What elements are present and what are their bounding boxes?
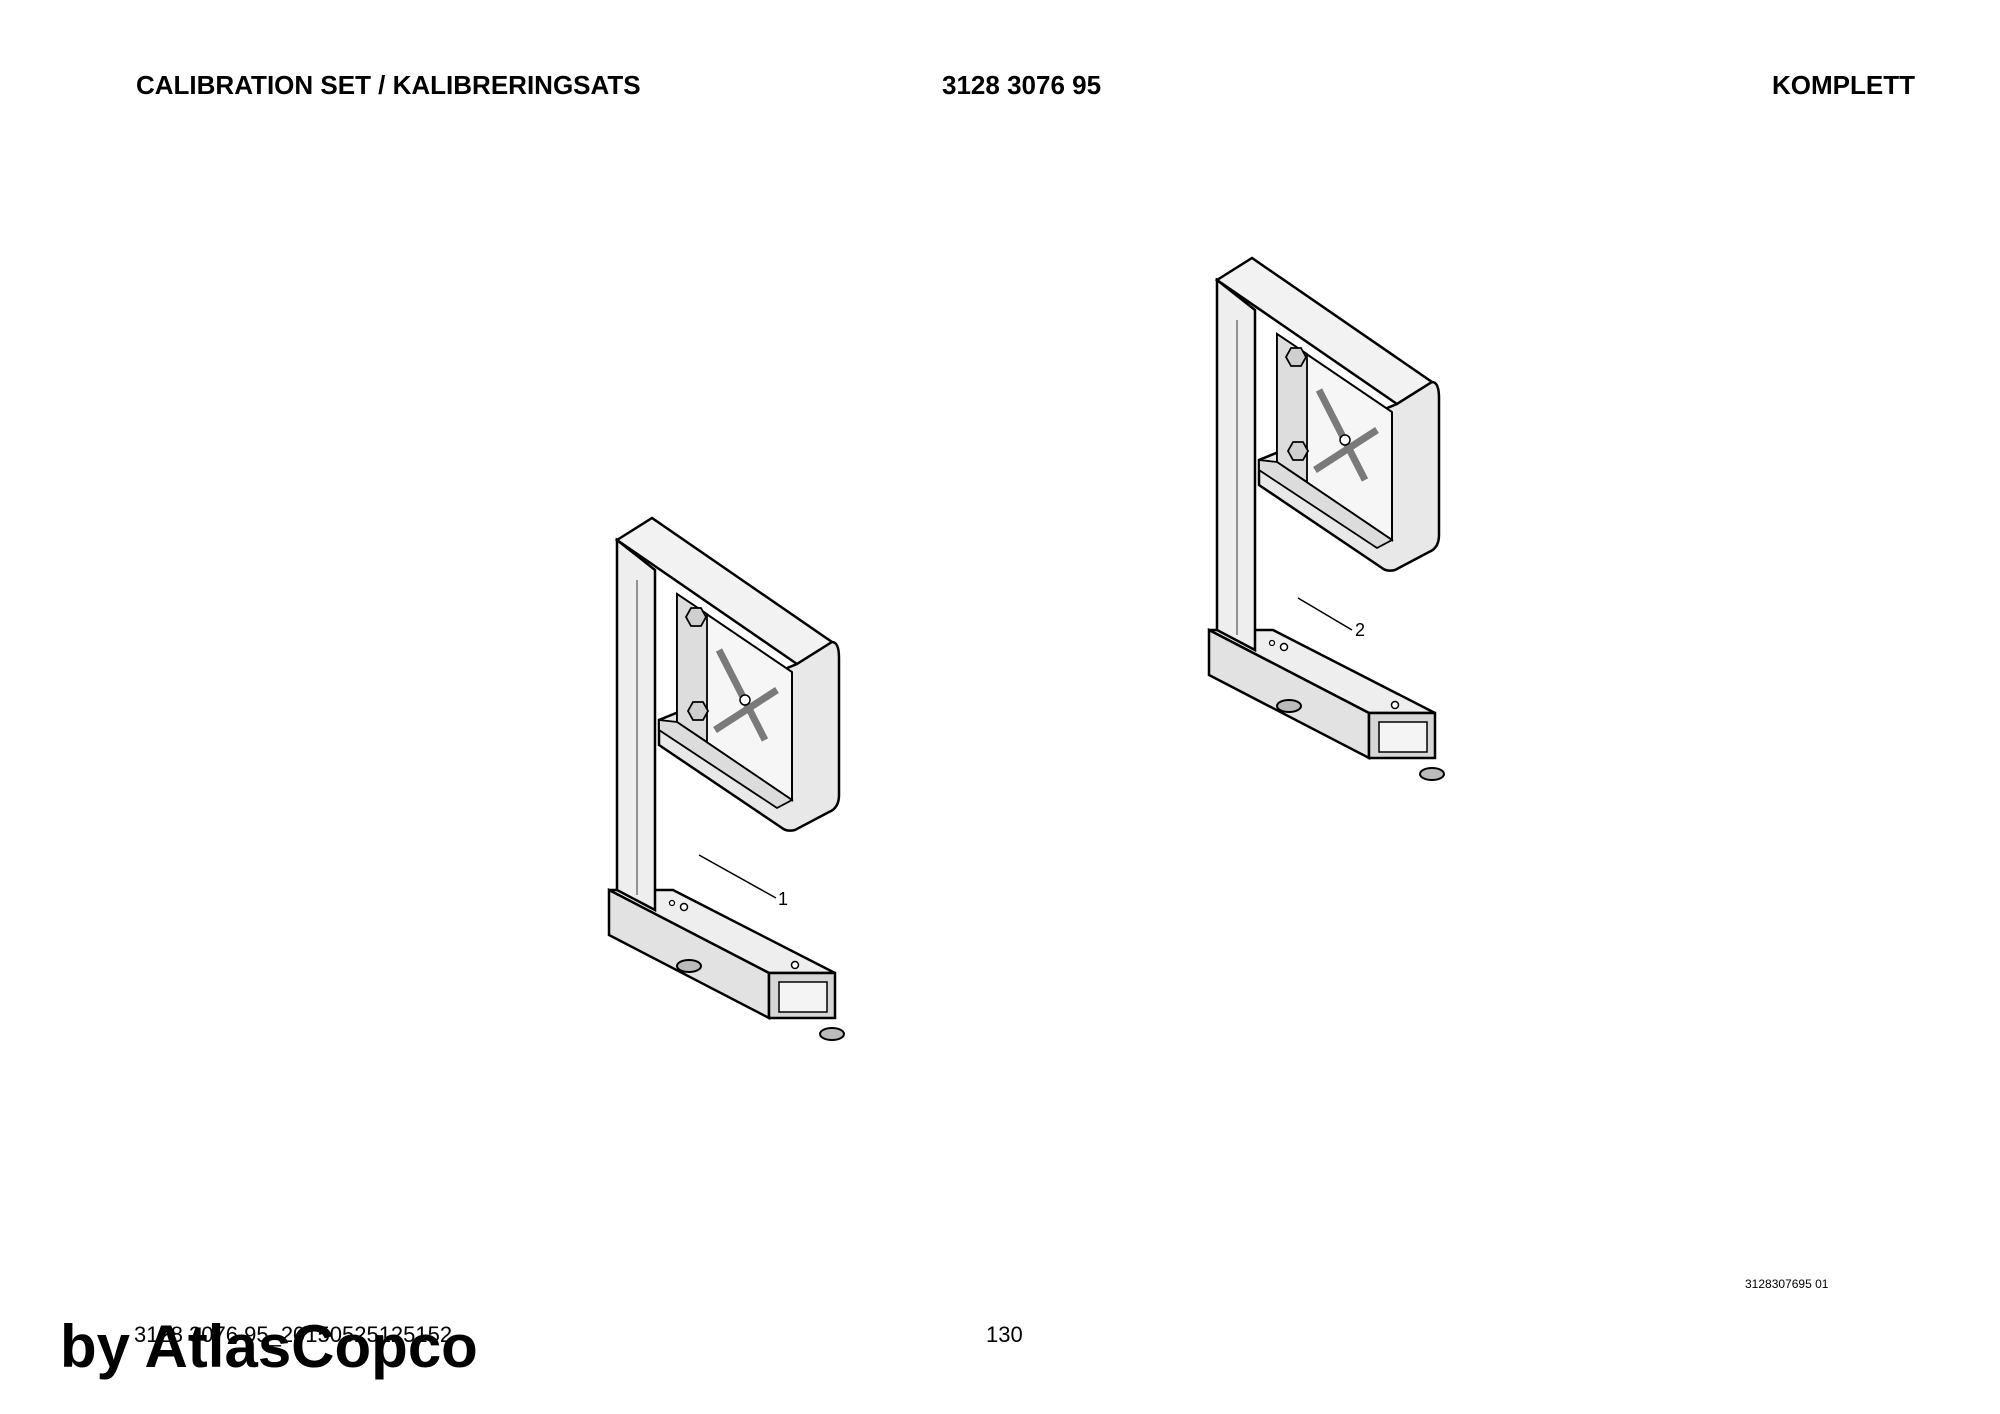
footer-document-id: 3128 3076 95_20150525125152 xyxy=(134,1322,453,1347)
drawing-number: 3128307695 01 xyxy=(1745,1277,1829,1291)
status-label: KOMPLETT xyxy=(1772,70,1915,100)
callout-2: 2 xyxy=(1355,620,1366,640)
leader-line-2 xyxy=(1297,597,1353,631)
page-number: 130 xyxy=(986,1322,1023,1347)
leader-line-1 xyxy=(698,854,777,899)
part-number: 3128 3076 95 xyxy=(942,70,1102,100)
stand-1-drawing xyxy=(609,518,844,1040)
stand-2-drawing xyxy=(1209,258,1444,780)
watermark: by AtlasCopco xyxy=(60,1313,478,1380)
document-title: CALIBRATION SET / KALIBRERINGSATS xyxy=(136,70,641,100)
callout-1: 1 xyxy=(778,889,789,909)
